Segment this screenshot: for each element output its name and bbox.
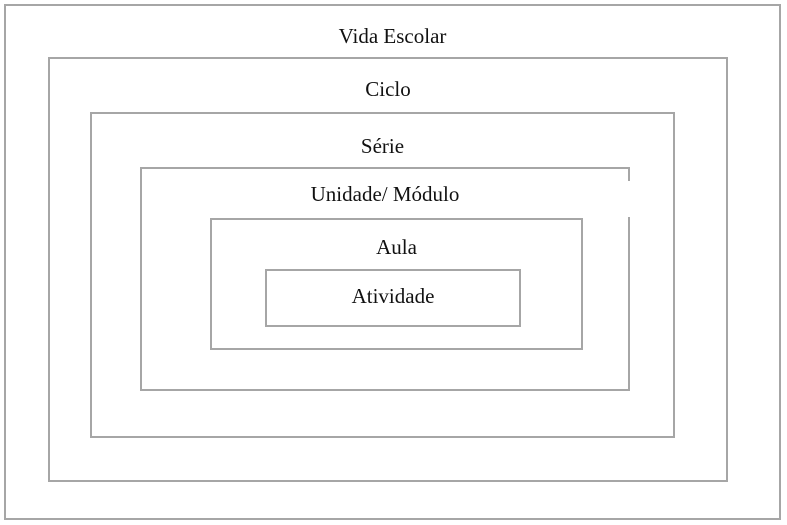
box-atividade: Atividade	[265, 269, 521, 327]
label-unidade-modulo: Unidade/ Módulo	[310, 182, 460, 206]
label-serie: Série	[360, 134, 405, 158]
border-gap	[627, 181, 630, 217]
label-atividade: Atividade	[351, 284, 435, 308]
label-aula: Aula	[376, 235, 417, 259]
label-vida-escolar: Vida Escolar	[338, 24, 447, 48]
label-ciclo: Ciclo	[365, 77, 411, 101]
